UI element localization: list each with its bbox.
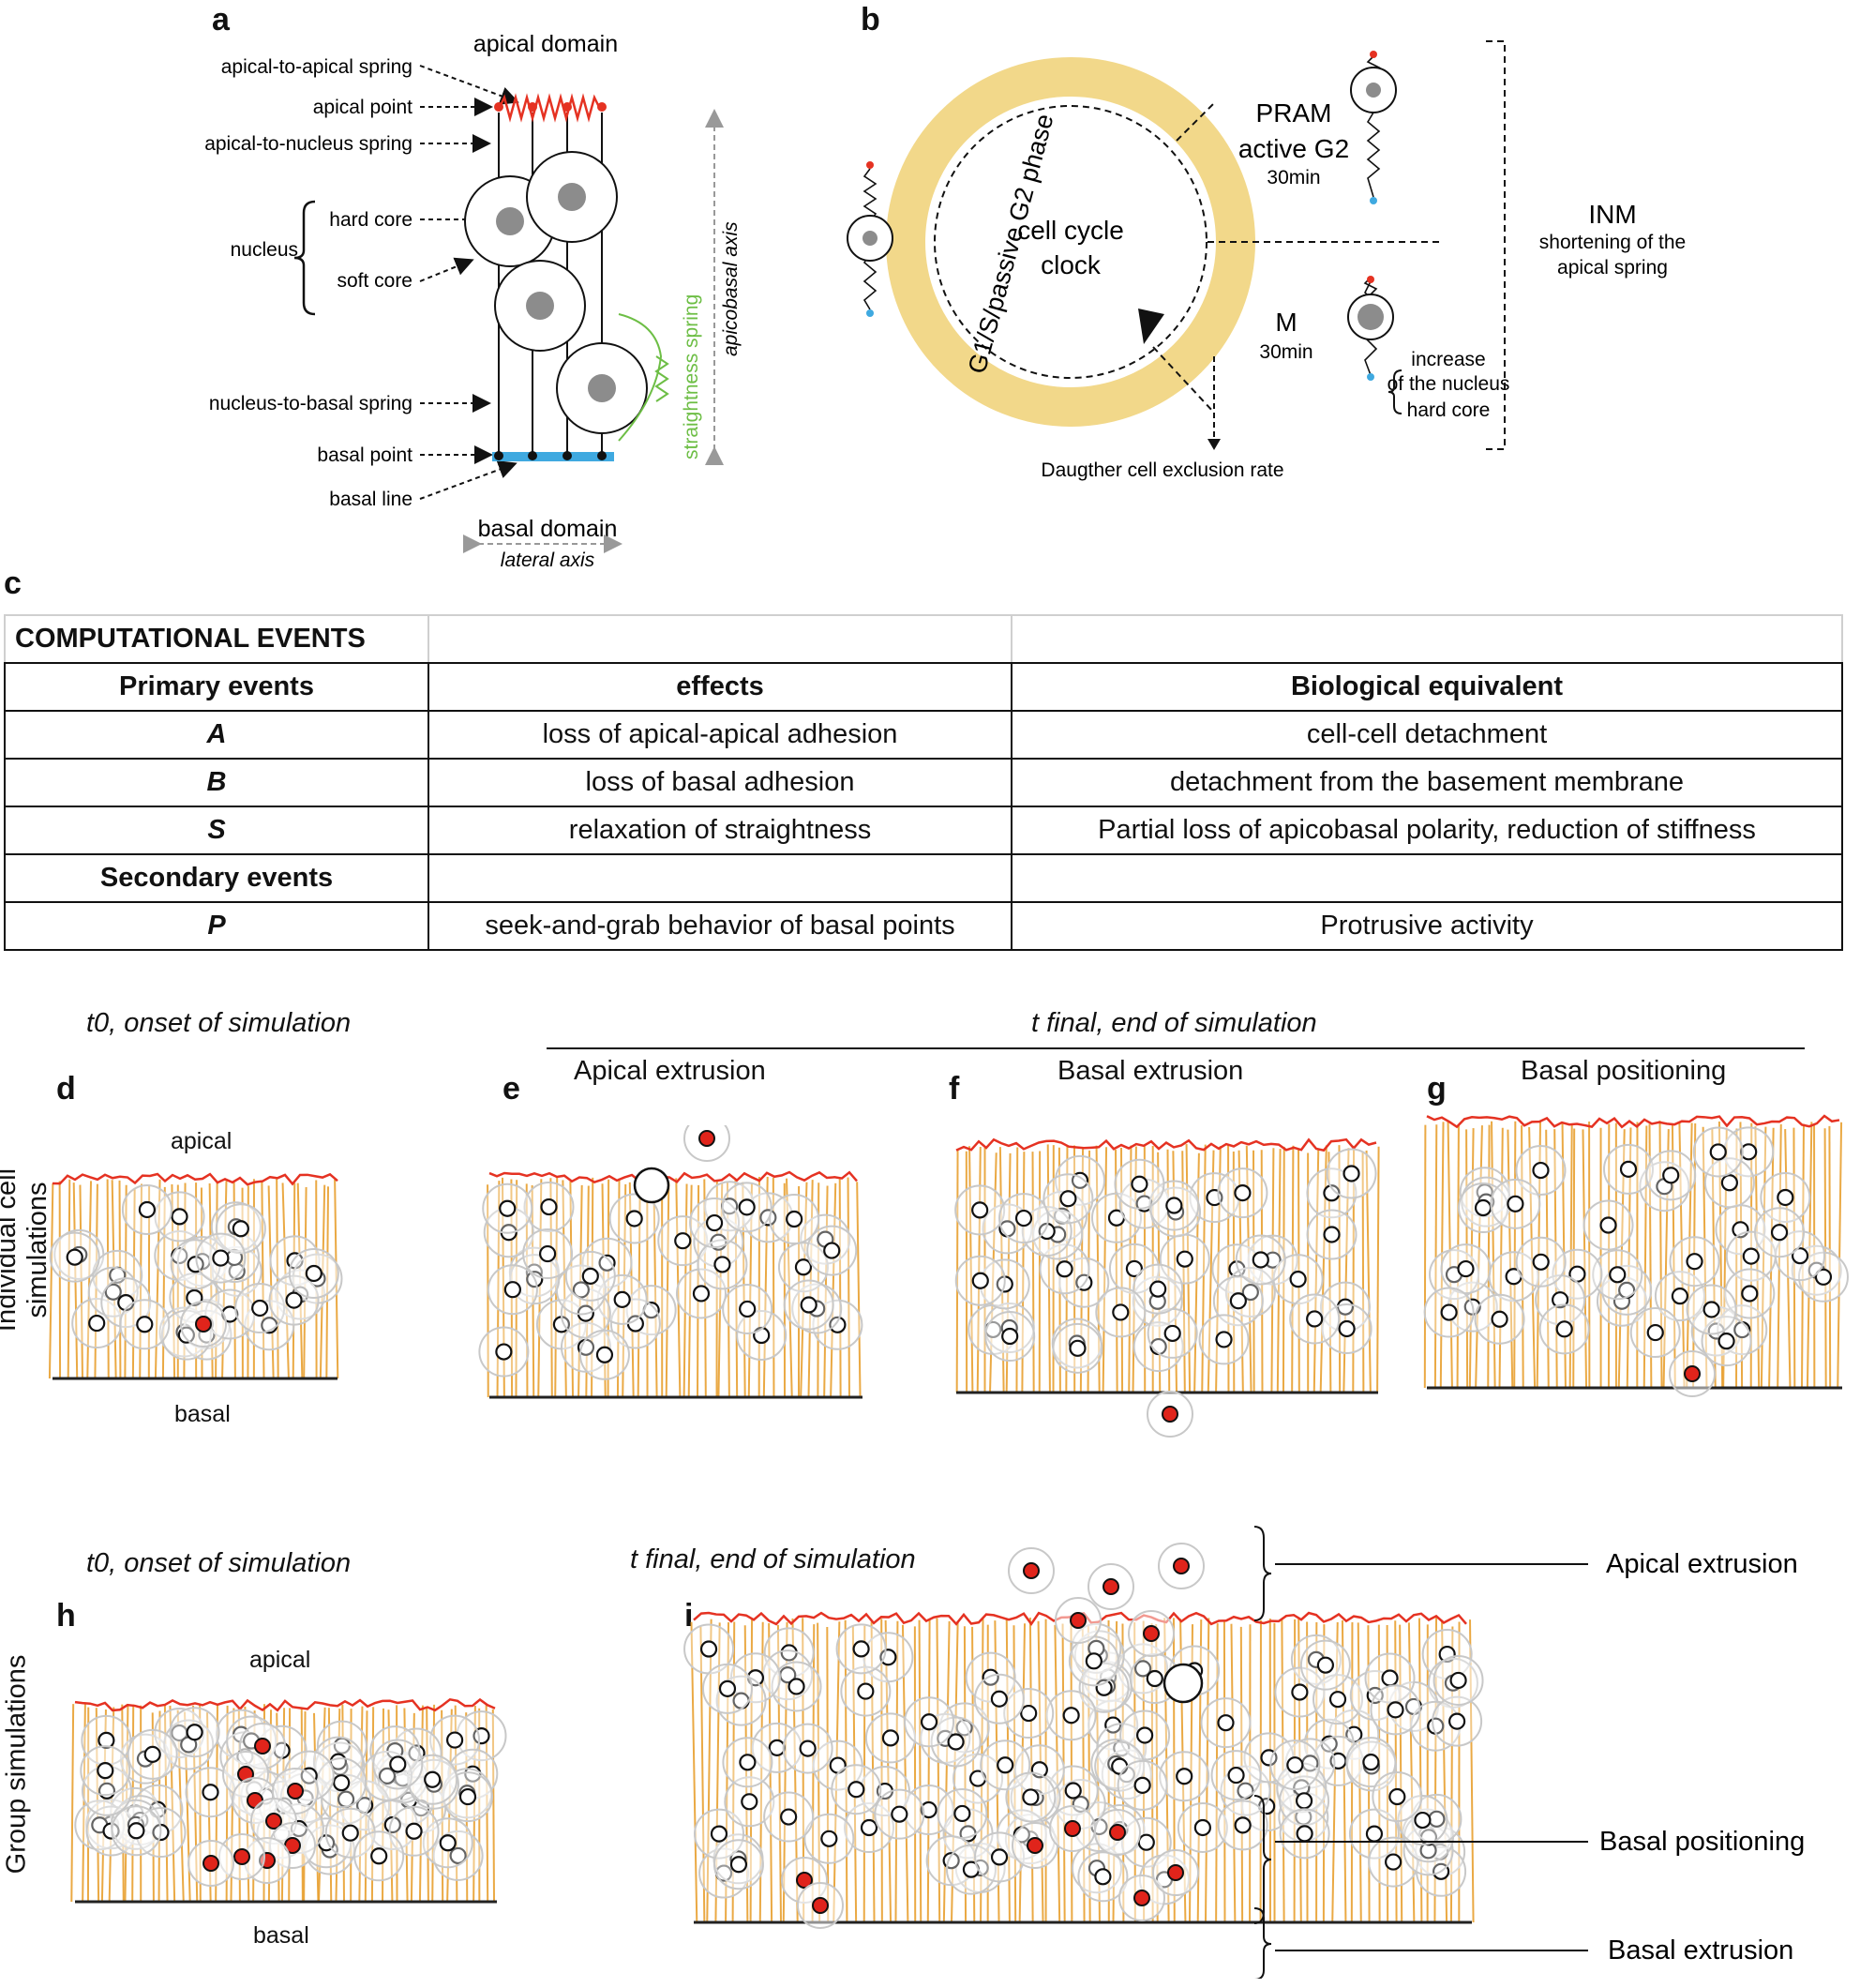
nucleus-text-1: increase — [1411, 349, 1485, 370]
secondary-events-label: Secondary events — [4, 853, 429, 903]
panel-h-apical-label: apical — [249, 1647, 311, 1673]
clock-text-1: cell cycle — [1017, 216, 1124, 245]
panel-d-apical-label: apical — [171, 1128, 232, 1154]
panel-a-cell-model: apical domain apical-to-apical spring ap… — [204, 31, 742, 571]
apicobasal-axis-label: apicobasal axis — [720, 221, 742, 356]
callout-basal-line: basal line — [329, 489, 412, 510]
column-biological: Biological equivalent — [1011, 662, 1843, 712]
m-duration: 30min — [1259, 341, 1312, 363]
panel-label-d: d — [56, 1071, 76, 1107]
panel-label-a: a — [212, 2, 230, 38]
pram-label: PRAM — [1256, 98, 1332, 128]
column-primary-events: Primary events — [4, 662, 429, 712]
tissue-h — [70, 1697, 507, 1904]
nucleus-text-3: hard core — [1407, 399, 1491, 421]
panel-label-b: b — [861, 2, 880, 38]
table-row: S relaxation of straightness Partial los… — [4, 806, 1843, 855]
basal-domain-label: basal domain — [478, 516, 618, 542]
apical-domain-title: apical domain — [473, 31, 618, 57]
title-apical-extrusion: Apical extrusion — [574, 1056, 766, 1086]
m-phase-label: M — [1275, 308, 1297, 337]
panel-label-f: f — [949, 1071, 960, 1107]
callout-soft-core: soft core — [337, 270, 412, 292]
table-row: B loss of basal adhesion detachment from… — [4, 758, 1843, 807]
annotation-basal-extrusion: Basal extrusion — [1608, 1935, 1793, 1965]
tissue-i — [683, 1543, 1484, 1929]
lateral-axis-label: lateral axis — [501, 550, 595, 571]
pram-duration: 30min — [1267, 167, 1320, 188]
panel-h-basal-label: basal — [253, 1922, 309, 1949]
individual-t0-label: t0, onset of simulation — [86, 1008, 352, 1038]
panel-label-g: g — [1427, 1071, 1447, 1107]
clock-text-2: clock — [1041, 250, 1102, 279]
callout-nucleus: nucleus — [231, 239, 298, 261]
tissue-f — [954, 1137, 1380, 1438]
group-t0-label: t0, onset of simulation — [86, 1548, 352, 1578]
inm-text-1: shortening of the — [1539, 232, 1686, 253]
apical-spring — [497, 93, 602, 123]
callout-nucleus-to-basal: nucleus-to-basal spring — [209, 393, 412, 414]
tissue-g — [1423, 1114, 1849, 1397]
panel-label-c: c — [4, 565, 22, 601]
annotation-apical-extrusion: Apical extrusion — [1606, 1549, 1798, 1579]
active-g2-label: active G2 — [1238, 134, 1349, 163]
inm-label: INM — [1588, 200, 1636, 229]
panel-b-cell-cycle: cell cycle clock G1/S/passive G2 phase D… — [847, 40, 1686, 481]
inm-text-2: apical spring — [1557, 257, 1668, 279]
nucleus-brace — [293, 200, 316, 316]
tissue-e — [478, 1125, 863, 1399]
title-basal-positioning: Basal positioning — [1521, 1056, 1727, 1086]
callout-basal-point: basal point — [317, 444, 412, 466]
callout-apical-to-nucleus: apical-to-nucleus spring — [204, 133, 412, 155]
group-side-label: Group simulations — [1, 1654, 32, 1875]
individual-tfinal-label: t final, end of simulation — [1031, 1008, 1317, 1038]
straightness-spring-label: straightness spring — [681, 294, 702, 459]
panel-d-basal-label: basal — [174, 1401, 231, 1427]
callout-apical-to-apical: apical-to-apical spring — [221, 56, 412, 78]
group-tfinal-label: t final, end of simulation — [630, 1544, 916, 1574]
table-row: A loss of apical-apical adhesion cell-ce… — [4, 710, 1843, 760]
nucleus-text-2: of the nucleus — [1388, 373, 1510, 395]
panel-label-i: i — [684, 1598, 694, 1634]
basal-line-bar — [492, 452, 614, 461]
events-table: COMPUTATIONAL EVENTS Primary events effe… — [4, 614, 1843, 951]
title-basal-extrusion: Basal extrusion — [1058, 1056, 1244, 1086]
exclusion-rate-label: Daugther cell exclusion rate — [1041, 459, 1283, 481]
tissue-d — [48, 1172, 343, 1380]
annotation-basal-positioning: Basal positioning — [1599, 1827, 1805, 1857]
table-header: COMPUTATIONAL EVENTS — [4, 614, 429, 664]
callout-hard-core: hard core — [329, 209, 412, 231]
table-row: P seek-and-grab behavior of basal points… — [4, 901, 1843, 951]
callout-apical-point: apical point — [313, 97, 412, 118]
panel-label-h: h — [56, 1598, 76, 1634]
column-effects: effects — [428, 662, 1012, 712]
panel-label-e: e — [502, 1071, 520, 1107]
tfinal-rule — [547, 1047, 1805, 1049]
panel-i-annotations: Apical extrusion Basal positioning Basal… — [1253, 1526, 1805, 1979]
